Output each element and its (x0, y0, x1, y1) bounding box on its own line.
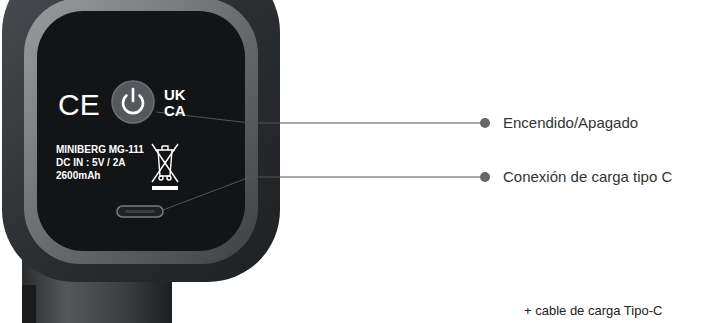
leader-line (163, 177, 481, 210)
control-face (37, 11, 245, 251)
power-icon (132, 89, 135, 101)
accessory-note: + cable de carga Tipo-C (524, 304, 662, 319)
ce-mark: CE (58, 88, 100, 123)
bezel (24, 0, 258, 264)
weee-symbol (152, 144, 178, 190)
model-text: MINIBERG MG-111 (56, 144, 144, 156)
power-button (112, 81, 154, 123)
callout-label: Conexión de carga tipo C (503, 168, 672, 185)
ukca-mark: CA (164, 102, 186, 119)
leader-line (156, 112, 481, 123)
grip (22, 285, 36, 323)
usb-c-port (117, 206, 163, 217)
ukca-mark: UK (164, 86, 186, 103)
capacity-text: 2600mAh (56, 170, 100, 182)
usb-c-port (125, 210, 155, 213)
rating-text: DC IN : 5V / 2A (56, 157, 125, 169)
leader-dot (480, 172, 490, 182)
callout-label: Encendido/Apagado (503, 114, 638, 131)
device-body (2, 0, 280, 282)
leader-dot (480, 118, 490, 128)
